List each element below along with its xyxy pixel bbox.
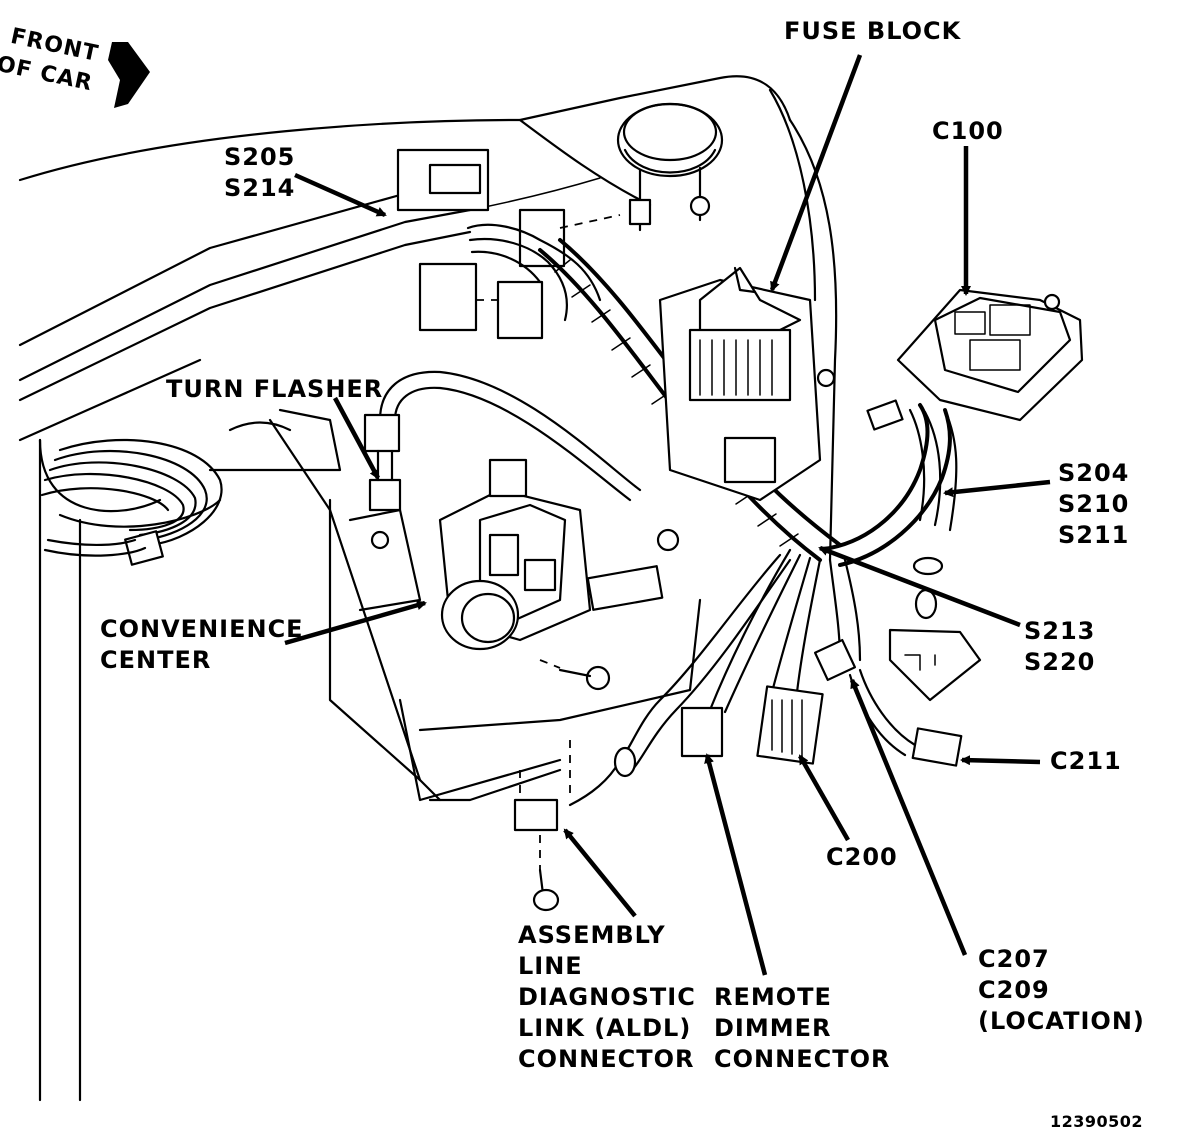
c100-label: C100 [932, 117, 1004, 145]
instrument-panel [18, 75, 838, 1102]
s205-s214-label: S205 S214 [224, 143, 296, 202]
c211-label: C211 [1050, 747, 1122, 775]
turn-flasher-label: TURN FLASHER [166, 375, 384, 403]
upper-connectors [396, 148, 621, 340]
front-of-car-arrow-icon [108, 42, 150, 108]
right-harness [828, 403, 982, 702]
fuse-block [658, 266, 836, 502]
callout-arrows [284, 54, 1051, 976]
convenience-center-label: CONVENIENCE CENTER [100, 615, 304, 674]
c200-label: C200 [826, 843, 898, 871]
c207-c209-label: C207 C209 (LOCATION) [978, 945, 1145, 1035]
turn-flasher [348, 370, 642, 612]
s204-s210-s211-label: S204 S210 S211 [1058, 459, 1130, 549]
s213-s220-label: S213 S220 [1024, 617, 1096, 676]
figure-number: 12390502 [1050, 1112, 1144, 1131]
fuse-block-label: FUSE BLOCK [784, 17, 962, 45]
c100-connector [866, 288, 1084, 532]
left-wire-bundle [40, 438, 223, 566]
lower-harness [513, 548, 963, 912]
vent-cap [616, 102, 724, 232]
aldl-connector-label: ASSEMBLY LINE DIAGNOSTIC LINK (ALDL) CON… [518, 921, 696, 1073]
convenience-center [438, 458, 680, 691]
remote-dimmer-label: REMOTE DIMMER CONNECTOR [714, 983, 891, 1073]
